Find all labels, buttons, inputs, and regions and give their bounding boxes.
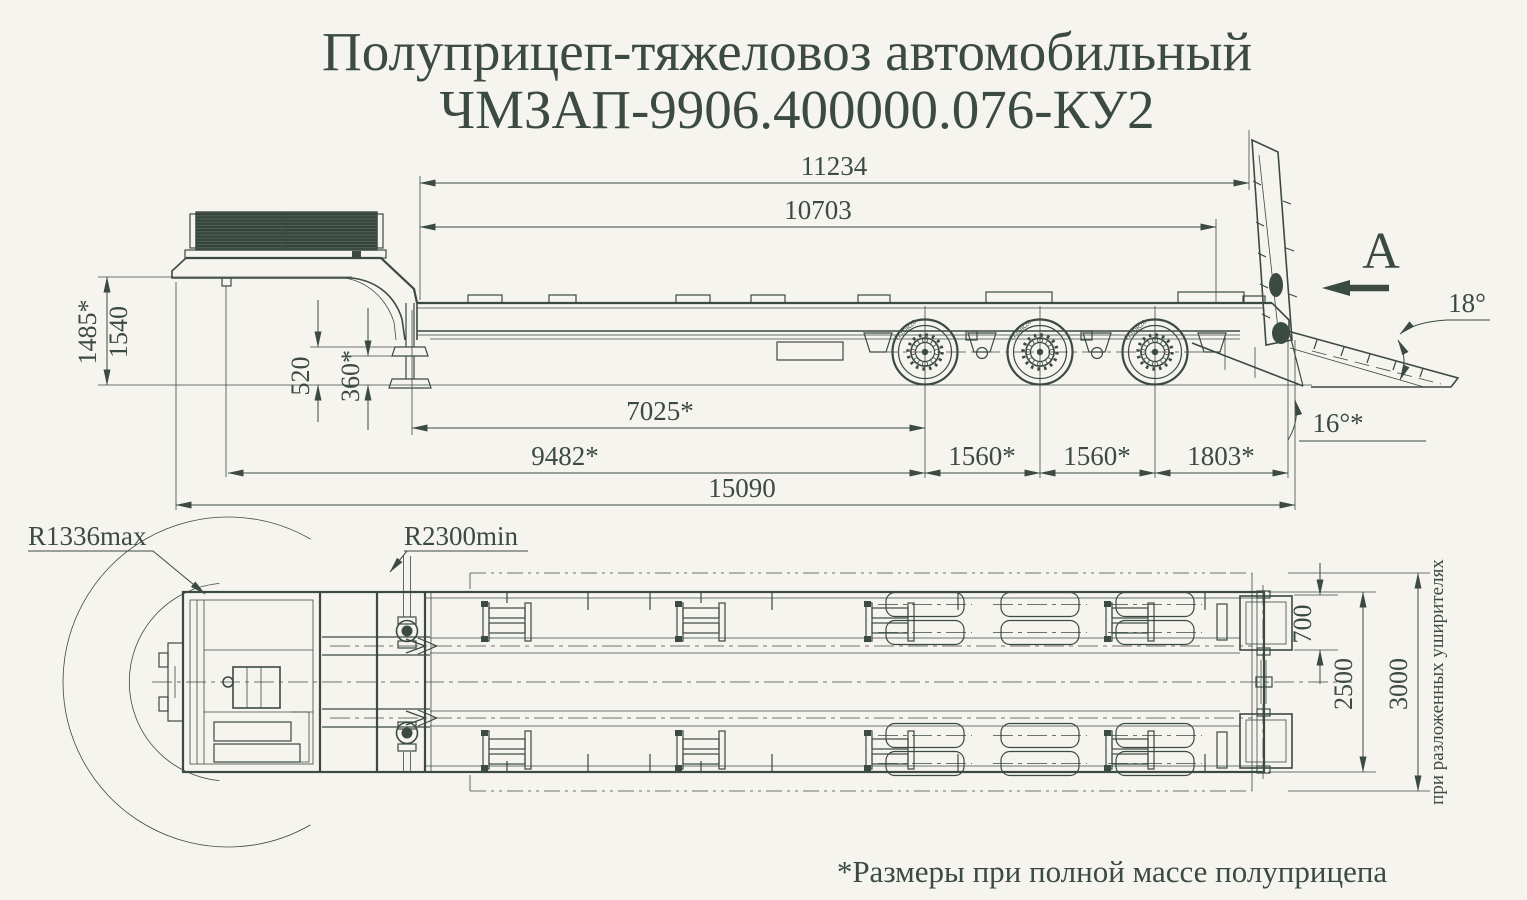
deck-pad [985,291,1053,304]
plan-view: R1336max R2300min [28,516,1448,848]
dim-label: 1560* [948,441,1016,471]
dim-label: 1540 [104,306,133,358]
dim-label: 2500 [1329,658,1358,710]
deck-pad [548,294,577,304]
bracket-cluster [864,601,915,771]
rear-approach-edge [1191,342,1304,387]
ramp-angle-callout: 18° [1397,288,1490,381]
dim-extended-width: 3000 при разложенных уширителях [1288,559,1448,805]
approach-angle-label: 16°* [1312,408,1363,438]
tires-plan [878,591,1202,777]
dim-label: 9482* [531,441,599,471]
main-beams [152,636,1352,728]
bogie [863,306,1227,478]
dim-deck-to-axle: 7025* [411,310,926,435]
deck-pad [857,294,891,304]
dim-label: 10703 [784,195,852,225]
dim-overall-with-ramp: 11234 [419,130,1250,300]
deck-pad [675,294,711,304]
dim-label: 15090 [708,473,776,503]
dim-ramp-width: 700 [1288,563,1338,684]
ramp-angle-label: 18° [1448,288,1486,318]
dim-clearances: 520 360* [286,300,395,430]
ramp-lowered [1283,329,1460,388]
gooseneck-side [171,211,419,477]
dim-label: 1560* [1063,441,1131,471]
radius-max-label: R1336max [28,521,147,551]
gooseneck-pads [395,556,419,772]
ramps-plan [1239,585,1293,779]
widener-outline [469,572,1253,792]
dim-label: 1803* [1187,441,1255,471]
deck-pad [467,294,503,304]
dim-heights: 1485* 1540 [73,276,133,386]
swing-radii: R1336max R2300min [28,516,528,848]
view-a-label: A [1362,223,1400,280]
tire-pair [1108,591,1202,777]
bracket-cluster [1104,601,1155,771]
tiedown-brackets [481,592,1228,772]
side-view: A 18° 16°* 11234 10703 14 [73,130,1490,510]
dim-label: 7025* [626,396,694,426]
landing-leg [388,303,432,389]
dim-platform-width: 2500 [1268,591,1376,773]
ramp-folded-up [1251,138,1298,346]
deck-pad [1177,291,1245,304]
dim-axle-spacings: 1560* 1560* 1803* [924,330,1289,478]
dim-label: 520 [286,357,315,396]
view-a: A [1322,223,1400,296]
dim-label: 360* [336,350,365,402]
dim-kingpin-to-axle: 9482* [227,441,926,477]
rear-frame [1191,295,1304,387]
dim-label: 1485* [73,300,102,365]
dim-overall-length: 15090 [175,282,1296,510]
tire-pair [878,591,972,777]
radius-min-label: R2300min [404,521,519,551]
view-a-arrow-icon [1322,280,1389,296]
dim-label: 3000 [1384,658,1413,710]
bracket-cluster [481,592,532,772]
approach-angle-callout: 16°* [1287,399,1426,442]
title-line2: ЧМЗАП-9906.400000.076-КУ2 [439,79,1154,140]
deck-side [416,291,1272,361]
underslung-toolbox [776,341,844,361]
bracket-cluster [675,592,726,772]
title-line1: Полуприцеп-тяжеловоз автомобильный [322,21,1252,82]
tire-pair [993,591,1087,777]
footnote: *Размеры при полной массе полуприцепа [837,854,1388,889]
dim-label: 11234 [801,151,868,181]
ground-line [98,276,1312,386]
extended-width-note: при разложенных уширителях [1427,559,1448,805]
crossmember-ticks [587,592,1206,772]
dim-frame-length: 10703 [419,195,1217,303]
ramp-hinge [1272,322,1290,344]
deck-pad [750,294,786,304]
title-block: Полуприцеп-тяжеловоз автомобильный ЧМЗАП… [322,21,1252,140]
dim-label: 700 [1288,605,1317,644]
